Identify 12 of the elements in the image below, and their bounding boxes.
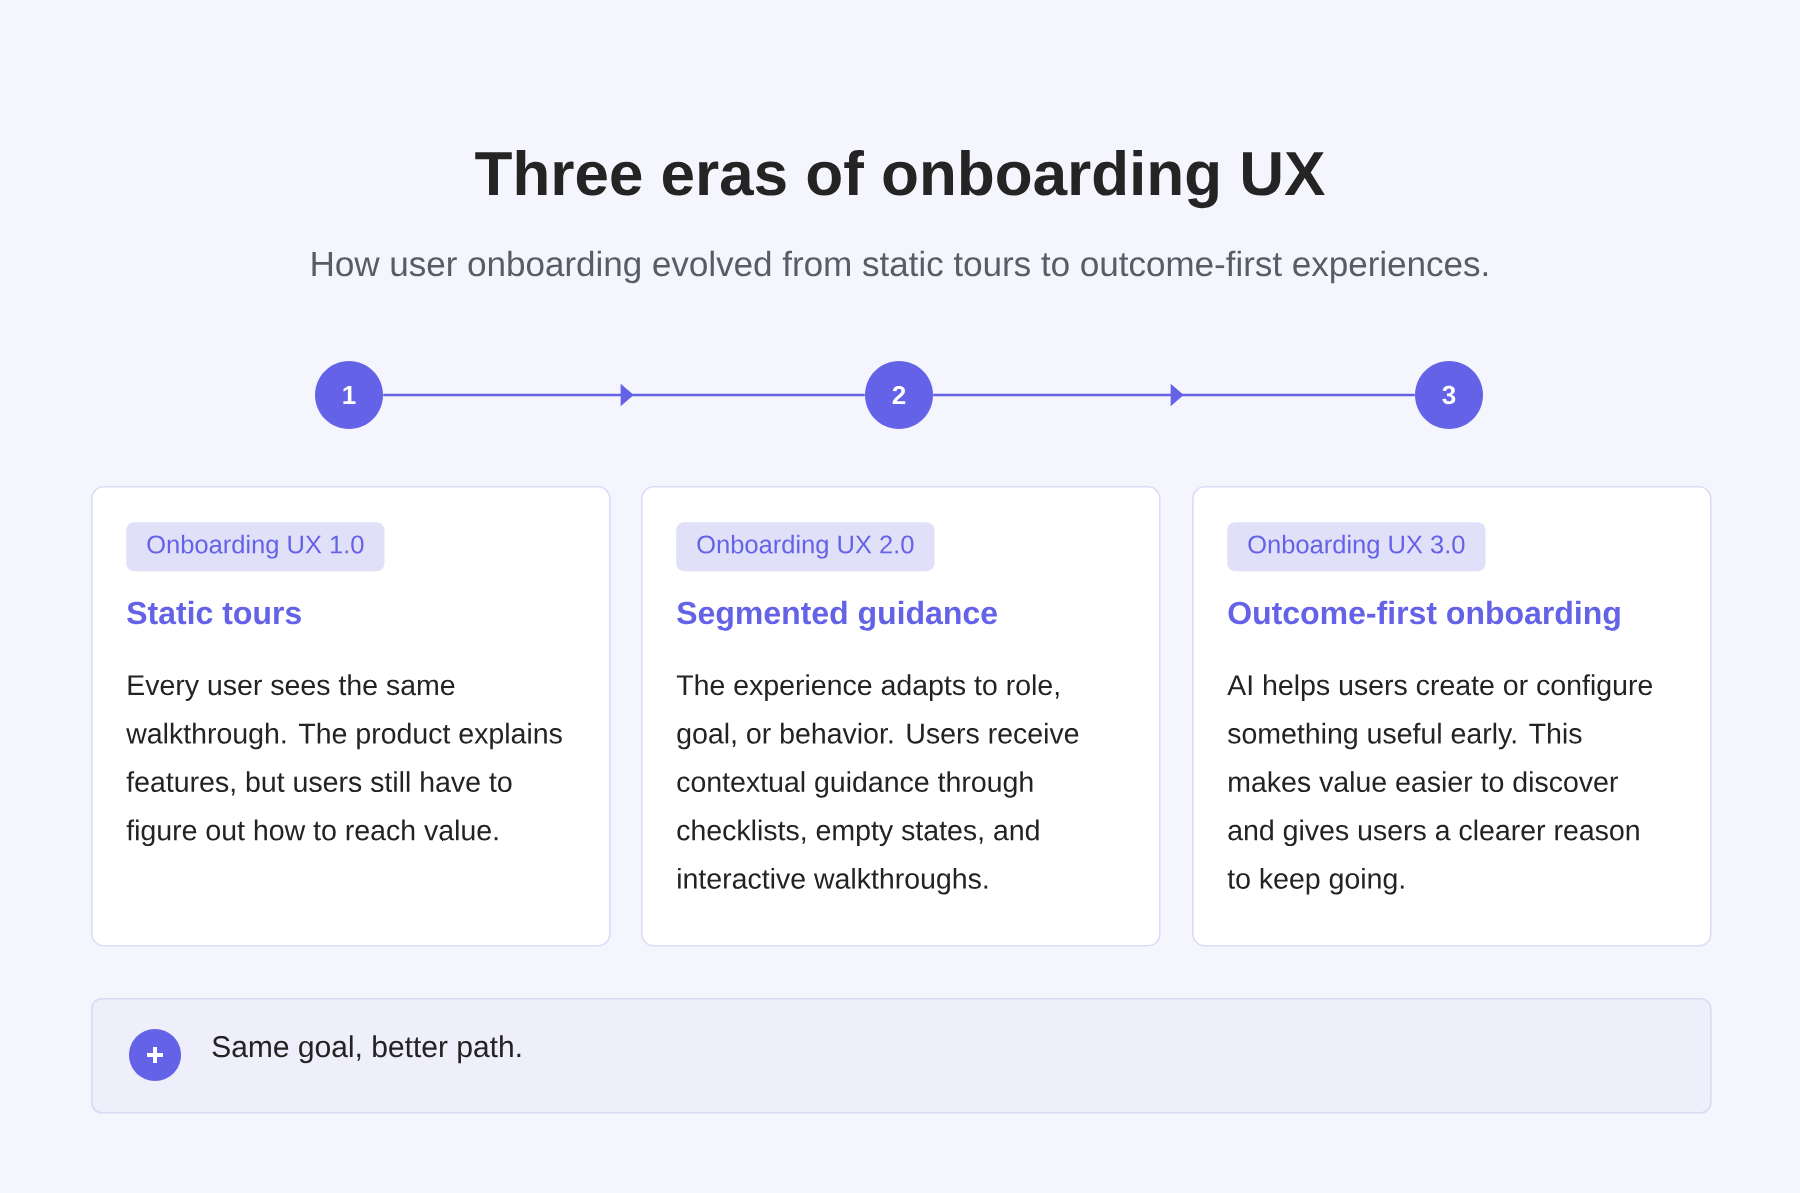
tag-label: Onboarding UX 2.0 [676,522,935,572]
tag-label: Onboarding UX 1.0 [126,522,385,572]
card-text: The experience adapts to role, goal, or behavior. Users receive contextual guidance through checklists, empty states, and interactive walkthroughs. [676,674,1079,895]
subtitle: How user onboarding evolved from static tours to outcome-first experiences. [312,250,1488,284]
card-heading: Segmented guidance [677,600,997,631]
title: Three eras of onboarding UX [475,150,1325,209]
card-text: AI helps users create or configure something useful early. This makes value easier to discover and gives users a clearer reason to keep going. [1227,674,1652,895]
note-text: Same goal, better path. [212,1035,521,1064]
card-heading: Static tours [127,600,301,625]
card-text: Every user sees the same walkthrough. The product explains features, but users still have to figure out how to reach value. [126,674,562,847]
card-heading: Outcome-first onboarding [1228,600,1620,631]
tag-label: Onboarding UX 3.0 [1227,522,1486,572]
